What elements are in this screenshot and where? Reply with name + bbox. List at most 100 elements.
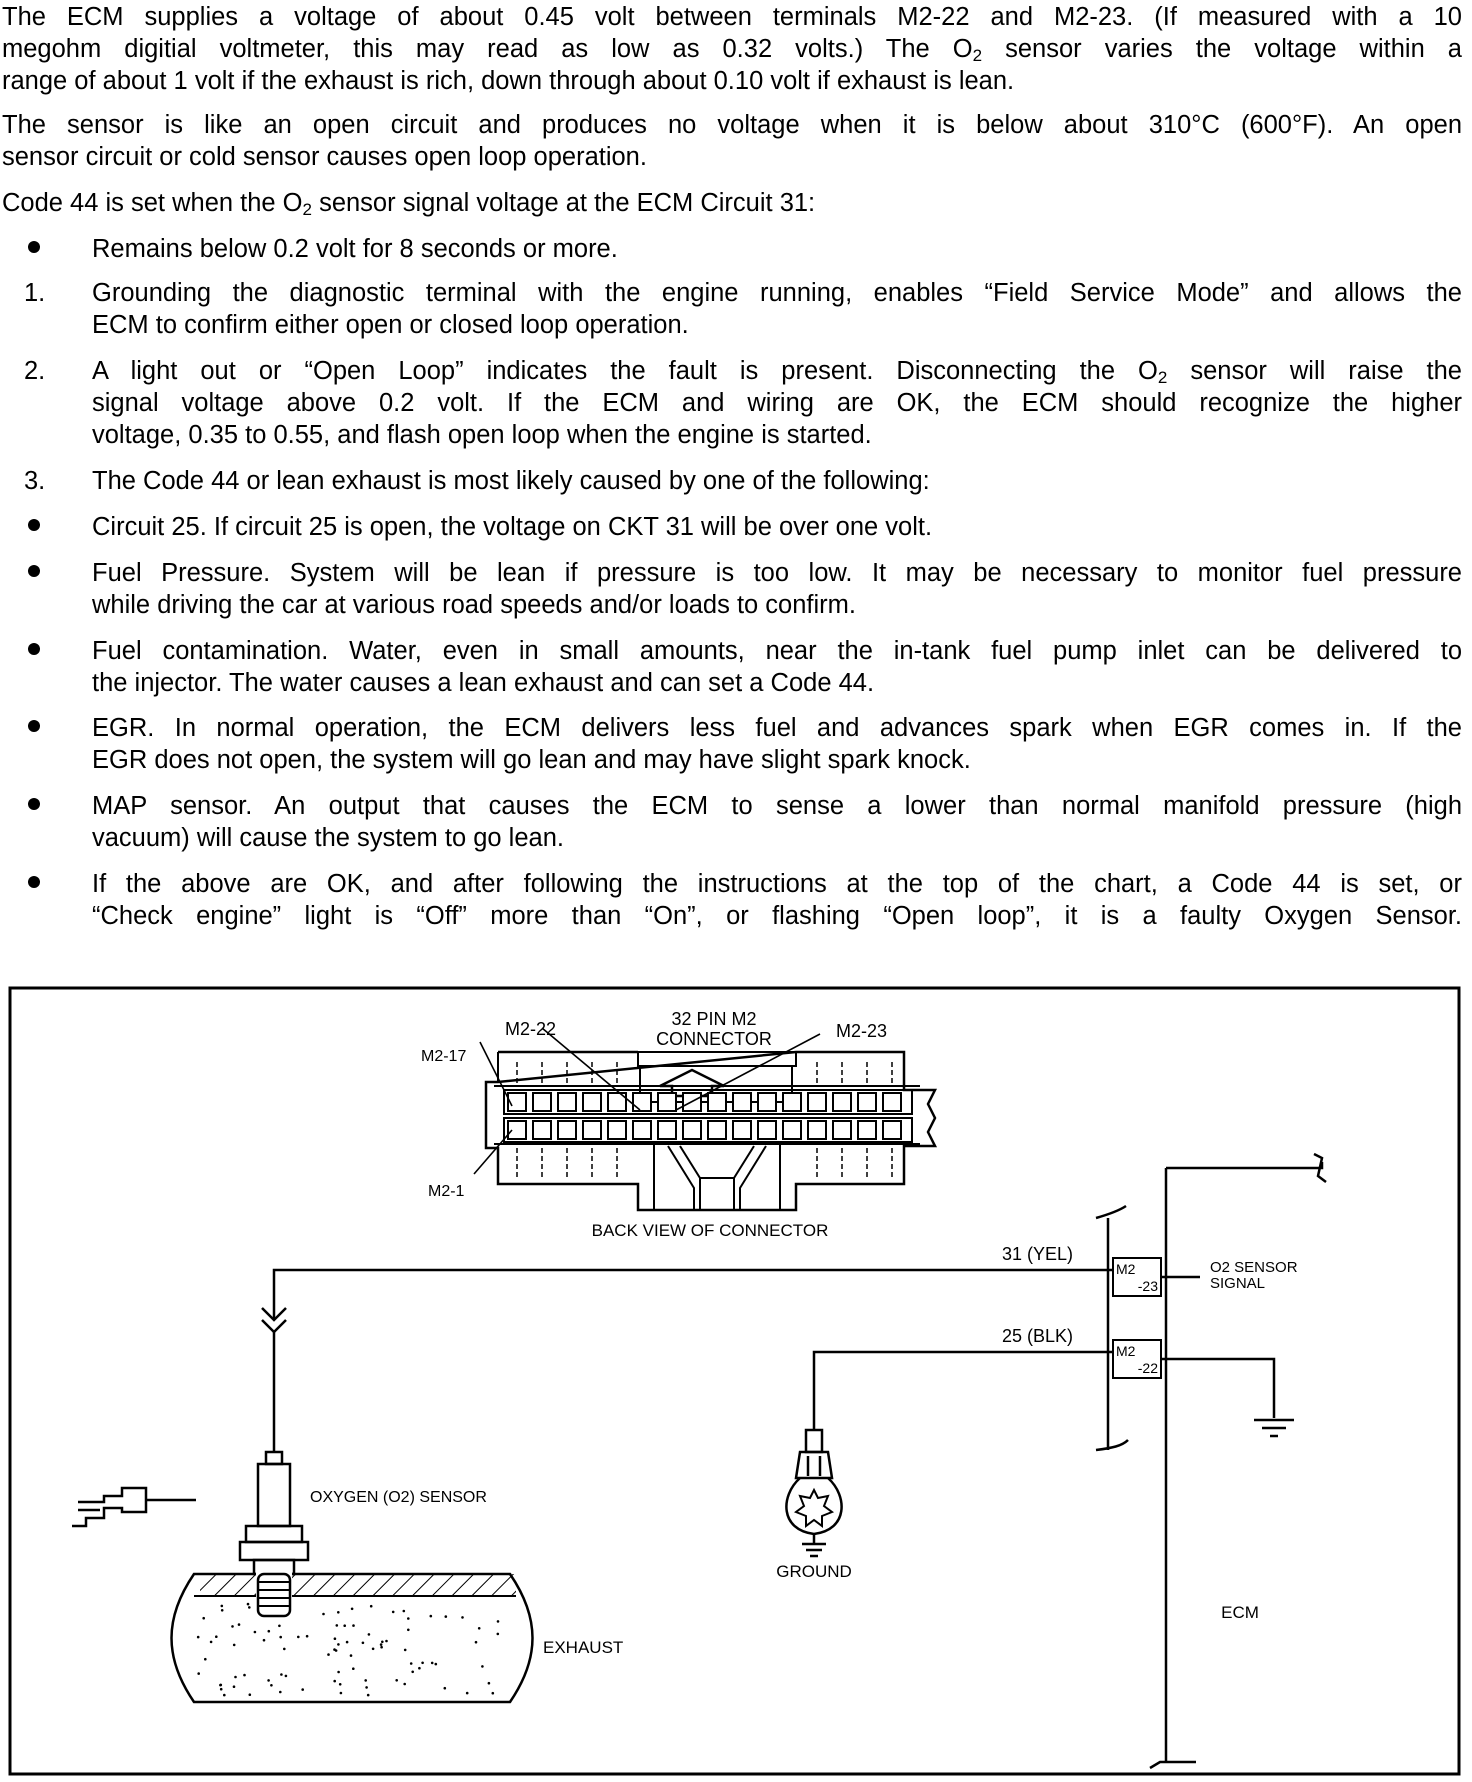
ecm-pin-m2-23 [1112,1257,1162,1297]
connector-pin [532,1092,552,1112]
speckle-dot [361,1641,365,1645]
speckle-dot [215,1635,218,1638]
m2-connector [484,1050,938,1212]
label-exhaust: EXHAUST [543,1638,623,1657]
speckle-dot [430,1661,434,1665]
label-m2-23: M2-23 [836,1021,887,1041]
connector-pin [582,1120,602,1140]
bullet [28,876,40,888]
speckle-dot [322,1612,325,1616]
connector-pin [657,1092,677,1112]
speckle-dot [232,1685,236,1688]
ecm-pin-m2-22-top: M2 [1116,1343,1136,1359]
ecm-block [1095,1152,1327,1770]
label-back-view: BACK VIEW OF CONNECTOR [592,1221,829,1240]
step-3-number: 3. [24,467,46,495]
connector-pin [532,1120,552,1140]
bullet [28,565,40,577]
ecm-pin-m2-23-bottom: -23 [1138,1278,1158,1294]
para-1-line-1: The ECM supplies a voltage of about 0.45… [2,3,1462,31]
para-2-line-2: sensor circuit or cold sensor causes ope… [2,143,647,171]
speckle-dot [283,1647,286,1651]
connector-pin [882,1120,902,1140]
speckle-dot [337,1643,340,1646]
connector-pin [832,1120,852,1140]
speckle-dot [379,1643,383,1646]
speckle-dot [496,1620,500,1623]
bullet [28,720,40,732]
speckle-dot [279,1635,283,1639]
connector-pin [557,1092,577,1112]
speckle-dot [407,1617,410,1620]
cause-fuel-contamination-line-2: the injector. The water causes a lean ex… [92,669,875,697]
connector-pin [682,1120,702,1140]
bullet [28,519,40,531]
cause-fuel-contamination-line-1: Fuel contamination. Water, even in small… [92,637,1462,665]
label-m2-17: M2-17 [421,1048,466,1065]
step-2-line-1: A light out or “Open Loop” indicates the… [92,357,1462,387]
speckle-dot [380,1645,383,1649]
label-wire-25-blk: 25 (BLK) [1002,1326,1073,1346]
speckle-dot [371,1647,375,1651]
speckle-dot [337,1611,340,1614]
speckle-dot [461,1616,464,1619]
conclusion-line-2: “Check engine” light is “Off” more than … [92,902,1462,930]
speckle-dot [481,1665,484,1668]
step-1-line-2: ECM to confirm either open or closed loo… [92,311,689,339]
step-1-line-1: Grounding the diagnostic terminal with t… [92,279,1462,307]
connector-pin [607,1092,627,1112]
speckle-dot [365,1686,368,1689]
step-3-line-1: The Code 44 or lean exhaust is most like… [92,467,930,495]
speckle-dot [411,1670,415,1674]
ecm-pin-m2-22-bottom: -22 [1138,1360,1158,1376]
speckle-dot [465,1691,469,1695]
connector-pin [757,1092,777,1112]
label-signal: SIGNAL [1210,1275,1265,1292]
speckle-dot [232,1643,236,1647]
speckle-dot [337,1670,340,1674]
speckle-dot [407,1628,410,1632]
cause-egr-line-1: EGR. In normal operation, the ECM delive… [92,714,1462,742]
speckle-dot [381,1640,384,1644]
speckle-dot [197,1672,200,1675]
connector-pin [707,1092,727,1112]
label-oxygen-sensor: OXYGEN (O2) SENSOR [310,1489,487,1506]
speckle-dot [301,1688,305,1691]
step-2-number: 2. [24,357,46,385]
speckle-dot [487,1681,491,1685]
speckle-dot [267,1679,270,1682]
cause-map-sensor-line-2: vacuum) will cause the system to go lean… [92,824,564,852]
cause-map-sensor-line-1: MAP sensor. An output that causes the EC… [92,792,1462,820]
speckle-dot [333,1648,336,1651]
speckle-dot [223,1693,226,1697]
speckle-dot [496,1632,500,1636]
speckle-dot [231,1625,234,1628]
label-ecm: ECM [1221,1603,1259,1622]
wiring-diagram: M2-22 32 PIN M2 CONNECTOR M2-23 M2-17 M2… [0,978,1472,1782]
speckle-dot [429,1614,433,1618]
connector-pin [807,1120,827,1140]
bullet [28,798,40,810]
speckle-dot [305,1634,309,1638]
speckle-dot [366,1693,370,1697]
cause-egr-line-2: EGR does not open, the system will go le… [92,746,971,774]
connector-pin [607,1120,627,1140]
ecm-pin-m2-23-top: M2 [1116,1261,1136,1277]
speckle-dot [403,1682,407,1686]
para-1-line-2: megohm digitial voltmeter, this may read… [2,35,1462,65]
label-m2-22: M2-22 [505,1019,556,1039]
speckle-dot [243,1673,246,1677]
connector-terminal-slots [516,1062,893,1178]
speckle-dot [474,1640,478,1644]
ground-eyelet-icon [785,1428,843,1558]
speckle-dot [338,1683,342,1686]
connector-pin [807,1092,827,1112]
connector-pin [557,1120,577,1140]
speckle-dot [202,1616,205,1620]
connector-pin [882,1092,902,1112]
wires [261,1268,1294,1452]
speckle-dot [220,1609,224,1612]
speckle-dot [402,1609,406,1613]
speckle-dot [418,1666,421,1670]
speckle-dot [279,1690,282,1694]
